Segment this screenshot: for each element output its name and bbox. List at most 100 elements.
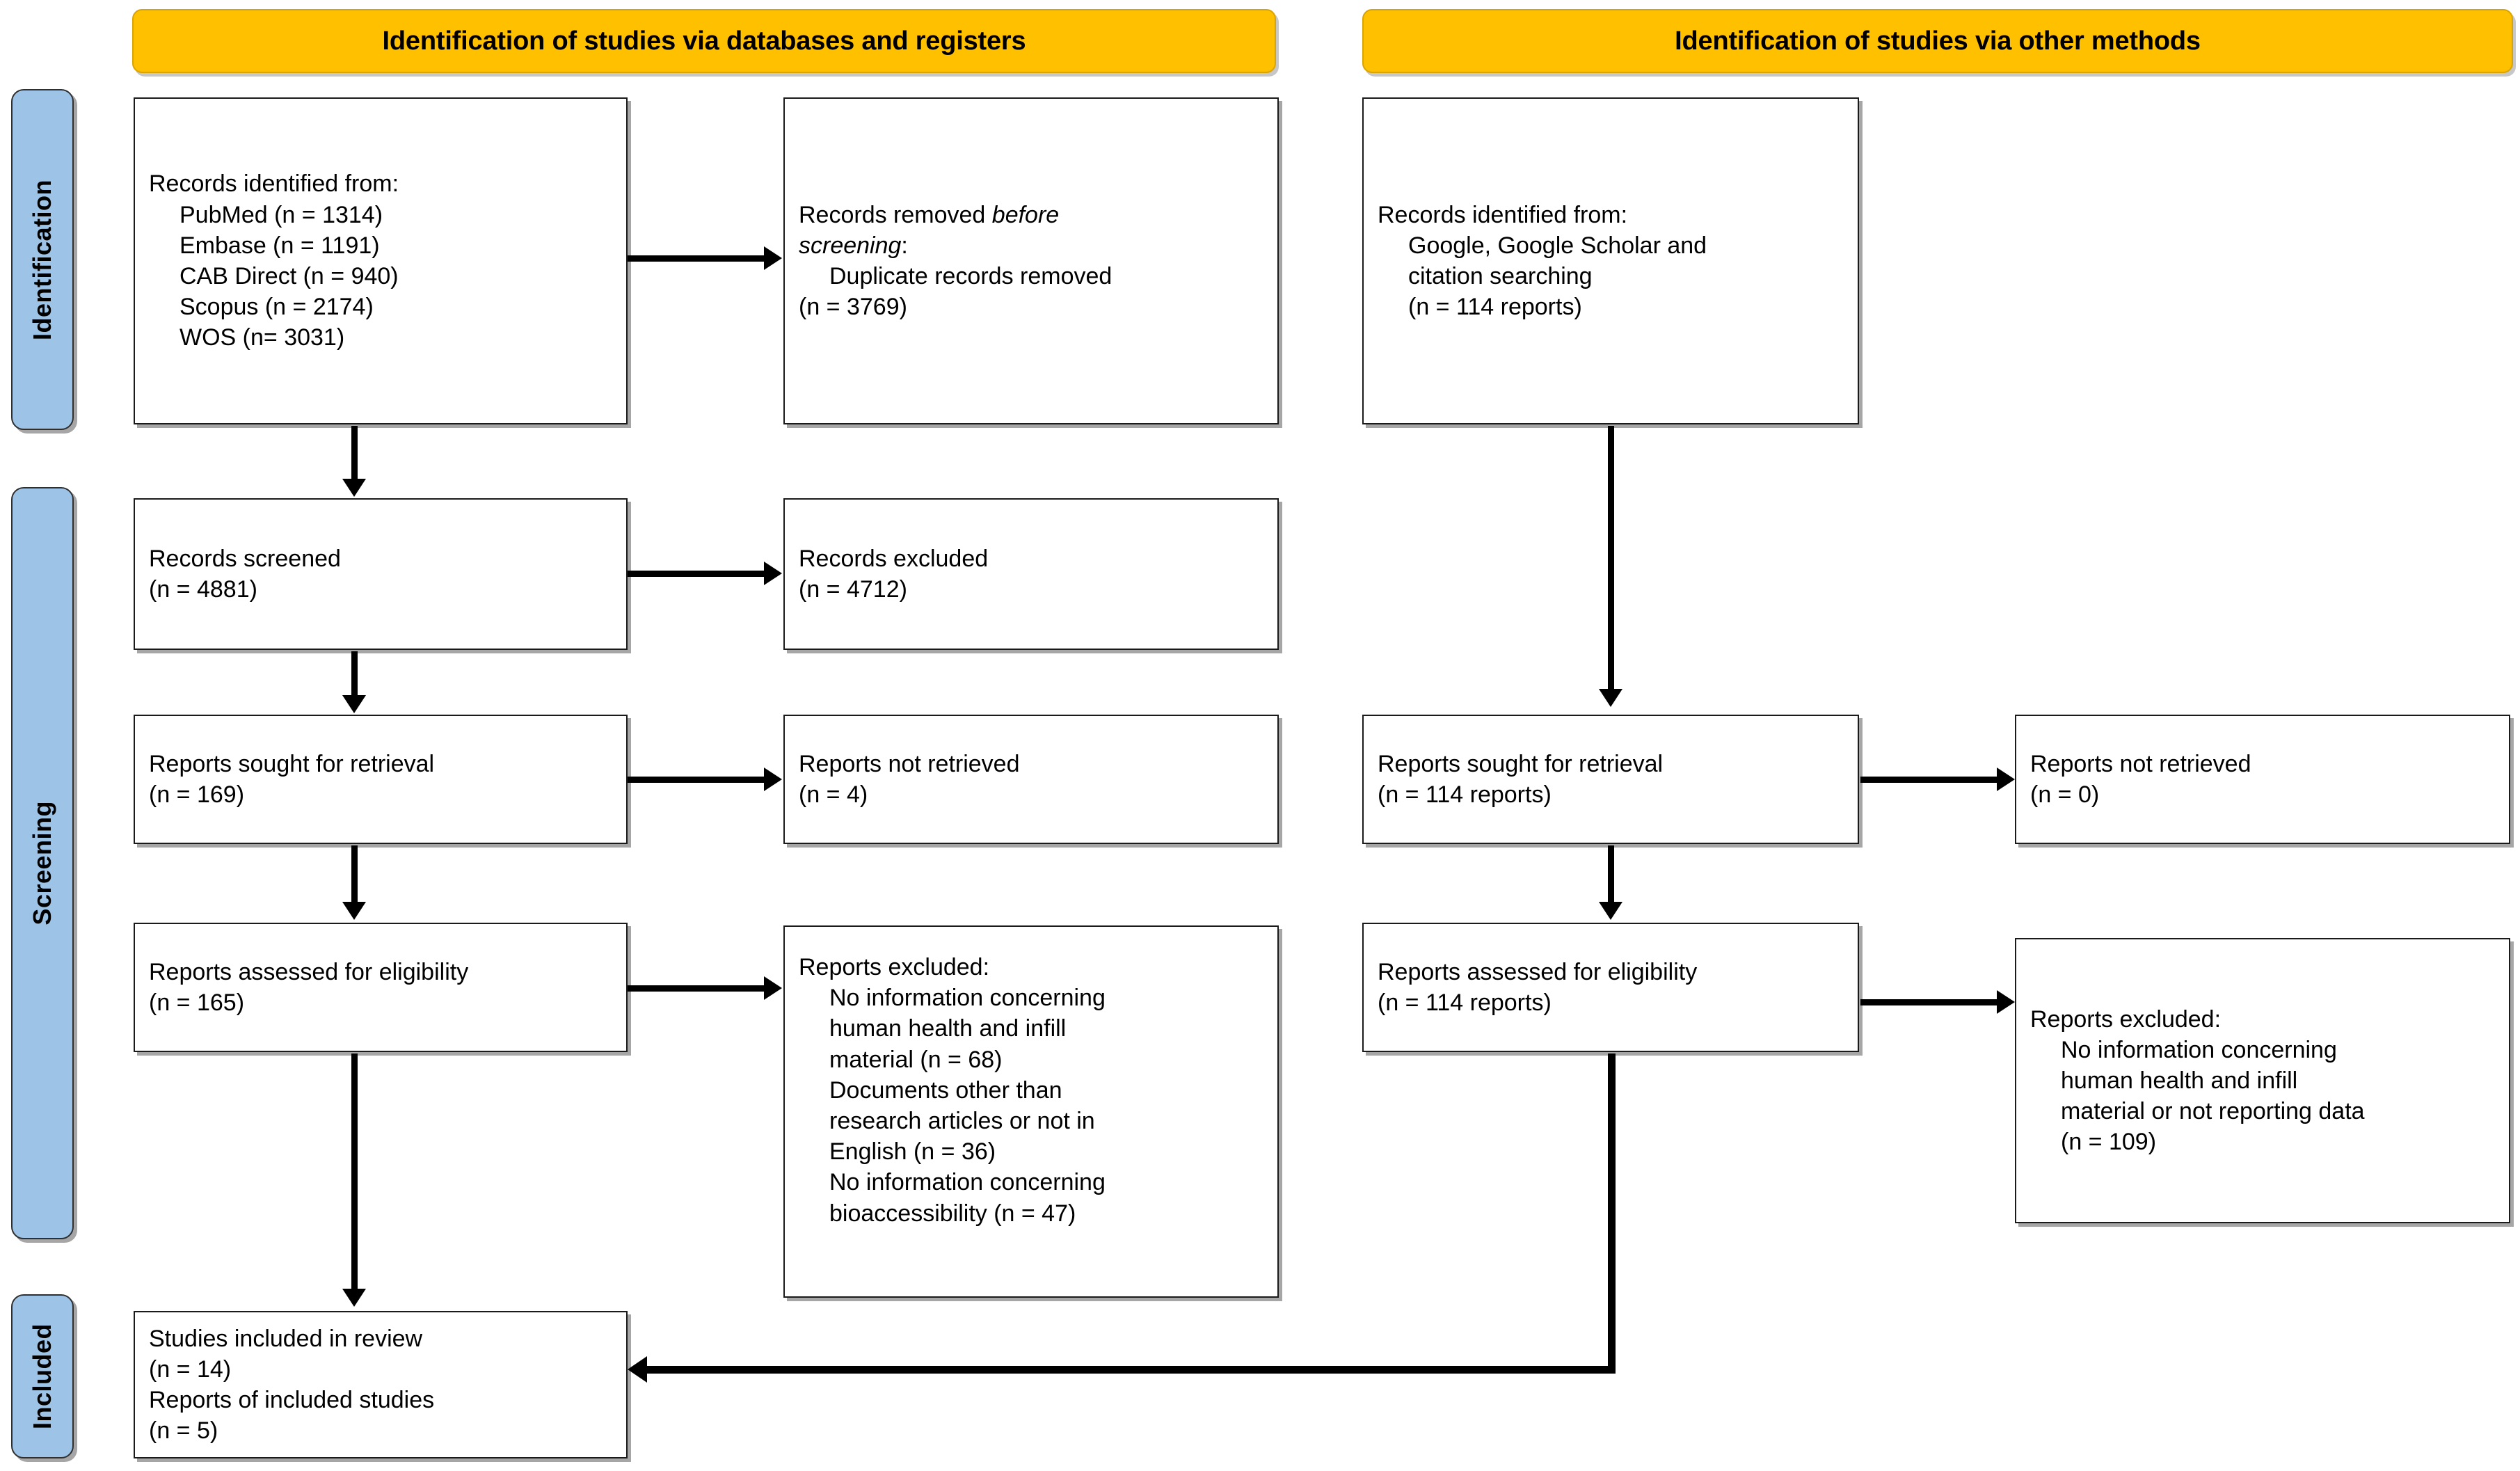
box-reports-not-retrieved-left: Reports not retrieved (n = 4) — [783, 715, 1279, 844]
reports-not-retrieved-right-count: (n = 0) — [2030, 781, 2100, 808]
reports-excluded-left-heading: Reports excluded: — [799, 954, 990, 980]
connector-sought-to-not-retrieved-right — [1860, 777, 1997, 783]
records-screened-count: (n = 4881) — [149, 576, 257, 603]
studies-included-line-2: (n = 14) — [149, 1355, 232, 1383]
studies-included-line-4: (n = 5) — [149, 1417, 218, 1445]
box-records-removed-before-screening: Records removed before screening: Duplica… — [783, 97, 1279, 424]
reports-excluded-right-count: (n = 109) — [2061, 1129, 2157, 1156]
arrowhead-identified-to-screened — [342, 479, 366, 497]
source-scopus: Scopus (n = 2174) — [180, 294, 374, 321]
reports-excluded-left-text: Reports excluded: No information concerni… — [799, 927, 1106, 1229]
connector-sought-to-assessed-left — [351, 845, 358, 903]
rail-identification-label: Identification — [28, 179, 56, 340]
box-records-screened: Records screened (n = 4881) — [134, 498, 628, 650]
rail-included-label: Included — [28, 1323, 56, 1429]
records-identified-other-count: (n = 114 reports) — [1408, 294, 1582, 321]
box-reports-assessed-eligibility-left: Reports assessed for eligibility (n = 16… — [134, 923, 628, 1052]
records-screened-label: Records screened — [149, 545, 341, 572]
records-removed-text: Records removed before screening: Duplica… — [799, 200, 1112, 323]
records-excluded-text: Records excluded (n = 4712) — [799, 543, 988, 605]
records-identified-heading: Records identified from: — [149, 170, 399, 198]
connector-screened-to-excluded — [628, 571, 764, 577]
studies-included-text: Studies included in review (n = 14) Repo… — [149, 1323, 434, 1447]
records-removed-line-1: Records removed before — [799, 202, 1059, 228]
connector-identified-to-screened — [351, 426, 358, 480]
banner-other-methods-label: Identification of studies via other meth… — [1675, 26, 2201, 56]
reports-excluded-reason-1: No information concerning human health a… — [829, 985, 1106, 1073]
reports-assessed-right-label: Reports assessed for eligibility — [1378, 958, 1698, 985]
source-wos: WOS (n= 3031) — [180, 324, 345, 351]
banner-other-methods: Identification of studies via other meth… — [1362, 9, 2513, 73]
reports-sought-left-count: (n = 169) — [149, 781, 245, 808]
arrowhead-sought-to-assessed-left — [342, 902, 366, 920]
reports-assessed-left-count: (n = 165) — [149, 989, 245, 1016]
reports-excluded-reason-2: Documents other than research articles o… — [829, 1076, 1095, 1166]
arrowhead-screened-to-excluded — [764, 562, 782, 585]
connector-screened-to-sought — [351, 651, 358, 697]
connector-identified-to-removed — [628, 255, 764, 262]
reports-assessed-right-count: (n = 114 reports) — [1378, 989, 1552, 1016]
box-reports-assessed-eligibility-right: Reports assessed for eligibility (n = 11… — [1362, 923, 1859, 1052]
duplicate-records-removed: Duplicate records removed — [829, 263, 1113, 289]
banner-databases-registers-label: Identification of studies via databases … — [382, 26, 1026, 56]
arrowhead-identified-other-to-sought — [1599, 689, 1622, 707]
reports-assessed-right-text: Reports assessed for eligibility (n = 11… — [1378, 957, 1697, 1018]
box-reports-excluded-right: Reports excluded: No information concerni… — [2015, 938, 2510, 1223]
reports-assessed-left-label: Reports assessed for eligibility — [149, 958, 469, 985]
reports-not-retrieved-right-label: Reports not retrieved — [2030, 750, 2251, 777]
rail-screening-label: Screening — [28, 801, 56, 925]
reports-sought-right-label: Reports sought for retrieval — [1378, 750, 1664, 777]
reports-sought-right-count: (n = 114 reports) — [1378, 781, 1552, 808]
reports-sought-left-label: Reports sought for retrieval — [149, 750, 435, 777]
reports-assessed-left-text: Reports assessed for eligibility (n = 16… — [149, 957, 468, 1018]
arrowhead-sought-to-not-retrieved-left — [764, 768, 782, 791]
duplicate-records-count: (n = 3769) — [799, 294, 907, 321]
reports-not-retrieved-left-count: (n = 4) — [799, 781, 868, 808]
arrowhead-assessed-to-excluded-left — [764, 976, 782, 1000]
box-reports-not-retrieved-right: Reports not retrieved (n = 0) — [2015, 715, 2510, 844]
reports-not-retrieved-left-label: Reports not retrieved — [799, 750, 1020, 777]
box-studies-included-in-review: Studies included in review (n = 14) Repo… — [134, 1311, 628, 1458]
box-records-identified-databases: Records identified from: PubMed (n = 1314… — [134, 97, 628, 424]
studies-included-line-1: Studies included in review — [149, 1325, 423, 1352]
connector-assessed-to-excluded-left — [628, 985, 764, 992]
box-reports-sought-retrieval-left: Reports sought for retrieval (n = 169) — [134, 715, 628, 844]
records-identified-other-heading: Records identified from: — [1378, 201, 1628, 228]
reports-excluded-right-detail: No information concerning human health a… — [2061, 1036, 2365, 1125]
rail-identification: Identification — [11, 89, 74, 430]
connector-sought-to-not-retrieved-left — [628, 777, 764, 783]
arrowhead-identified-to-removed — [764, 246, 782, 270]
reports-not-retrieved-right-text: Reports not retrieved (n = 0) — [2030, 749, 2251, 810]
studies-included-line-3: Reports of included studies — [149, 1387, 435, 1413]
records-removed-screening-italic: screening — [799, 232, 902, 259]
source-pubmed: PubMed (n = 1314) — [180, 201, 383, 228]
reports-excluded-right-text: Reports excluded: No information concerni… — [2030, 1004, 2365, 1158]
connector-elbow-vertical-right-to-included — [1608, 1053, 1616, 1374]
connector-assessed-to-included-left — [351, 1053, 358, 1290]
rail-included: Included — [11, 1294, 74, 1458]
rail-screening: Screening — [11, 487, 74, 1239]
reports-not-retrieved-left-text: Reports not retrieved (n = 4) — [799, 749, 1020, 810]
reports-excluded-reason-3: No information concerning bioaccessibili… — [829, 1169, 1106, 1227]
records-excluded-count: (n = 4712) — [799, 576, 907, 603]
records-identified-databases-text: Records identified from: PubMed (n = 1314… — [149, 168, 399, 353]
records-removed-colon: : — [901, 232, 908, 259]
arrowhead-assessed-to-excluded-right — [1997, 990, 2015, 1014]
arrowhead-sought-to-assessed-right — [1599, 902, 1622, 920]
connector-identified-other-to-sought — [1608, 426, 1614, 690]
records-screened-text: Records screened (n = 4881) — [149, 543, 341, 605]
box-records-excluded: Records excluded (n = 4712) — [783, 498, 1279, 650]
records-removed-line-2: screening: — [799, 232, 908, 259]
arrowhead-elbow-to-studies-included — [628, 1356, 647, 1383]
connector-assessed-to-excluded-right — [1860, 999, 1997, 1005]
reports-sought-right-text: Reports sought for retrieval (n = 114 re… — [1378, 749, 1663, 810]
source-cab-direct: CAB Direct (n = 940) — [180, 263, 399, 289]
source-embase: Embase (n = 1191) — [180, 232, 380, 259]
arrowhead-assessed-to-included-left — [342, 1289, 366, 1307]
box-records-identified-other-methods: Records identified from:Google, Google S… — [1362, 97, 1859, 424]
reports-excluded-right-heading: Reports excluded: — [2030, 1005, 2222, 1033]
box-reports-excluded-left: Reports excluded: No information concerni… — [783, 925, 1279, 1298]
arrowhead-screened-to-sought — [342, 695, 366, 713]
records-removed-before-italic: before — [991, 201, 1060, 228]
